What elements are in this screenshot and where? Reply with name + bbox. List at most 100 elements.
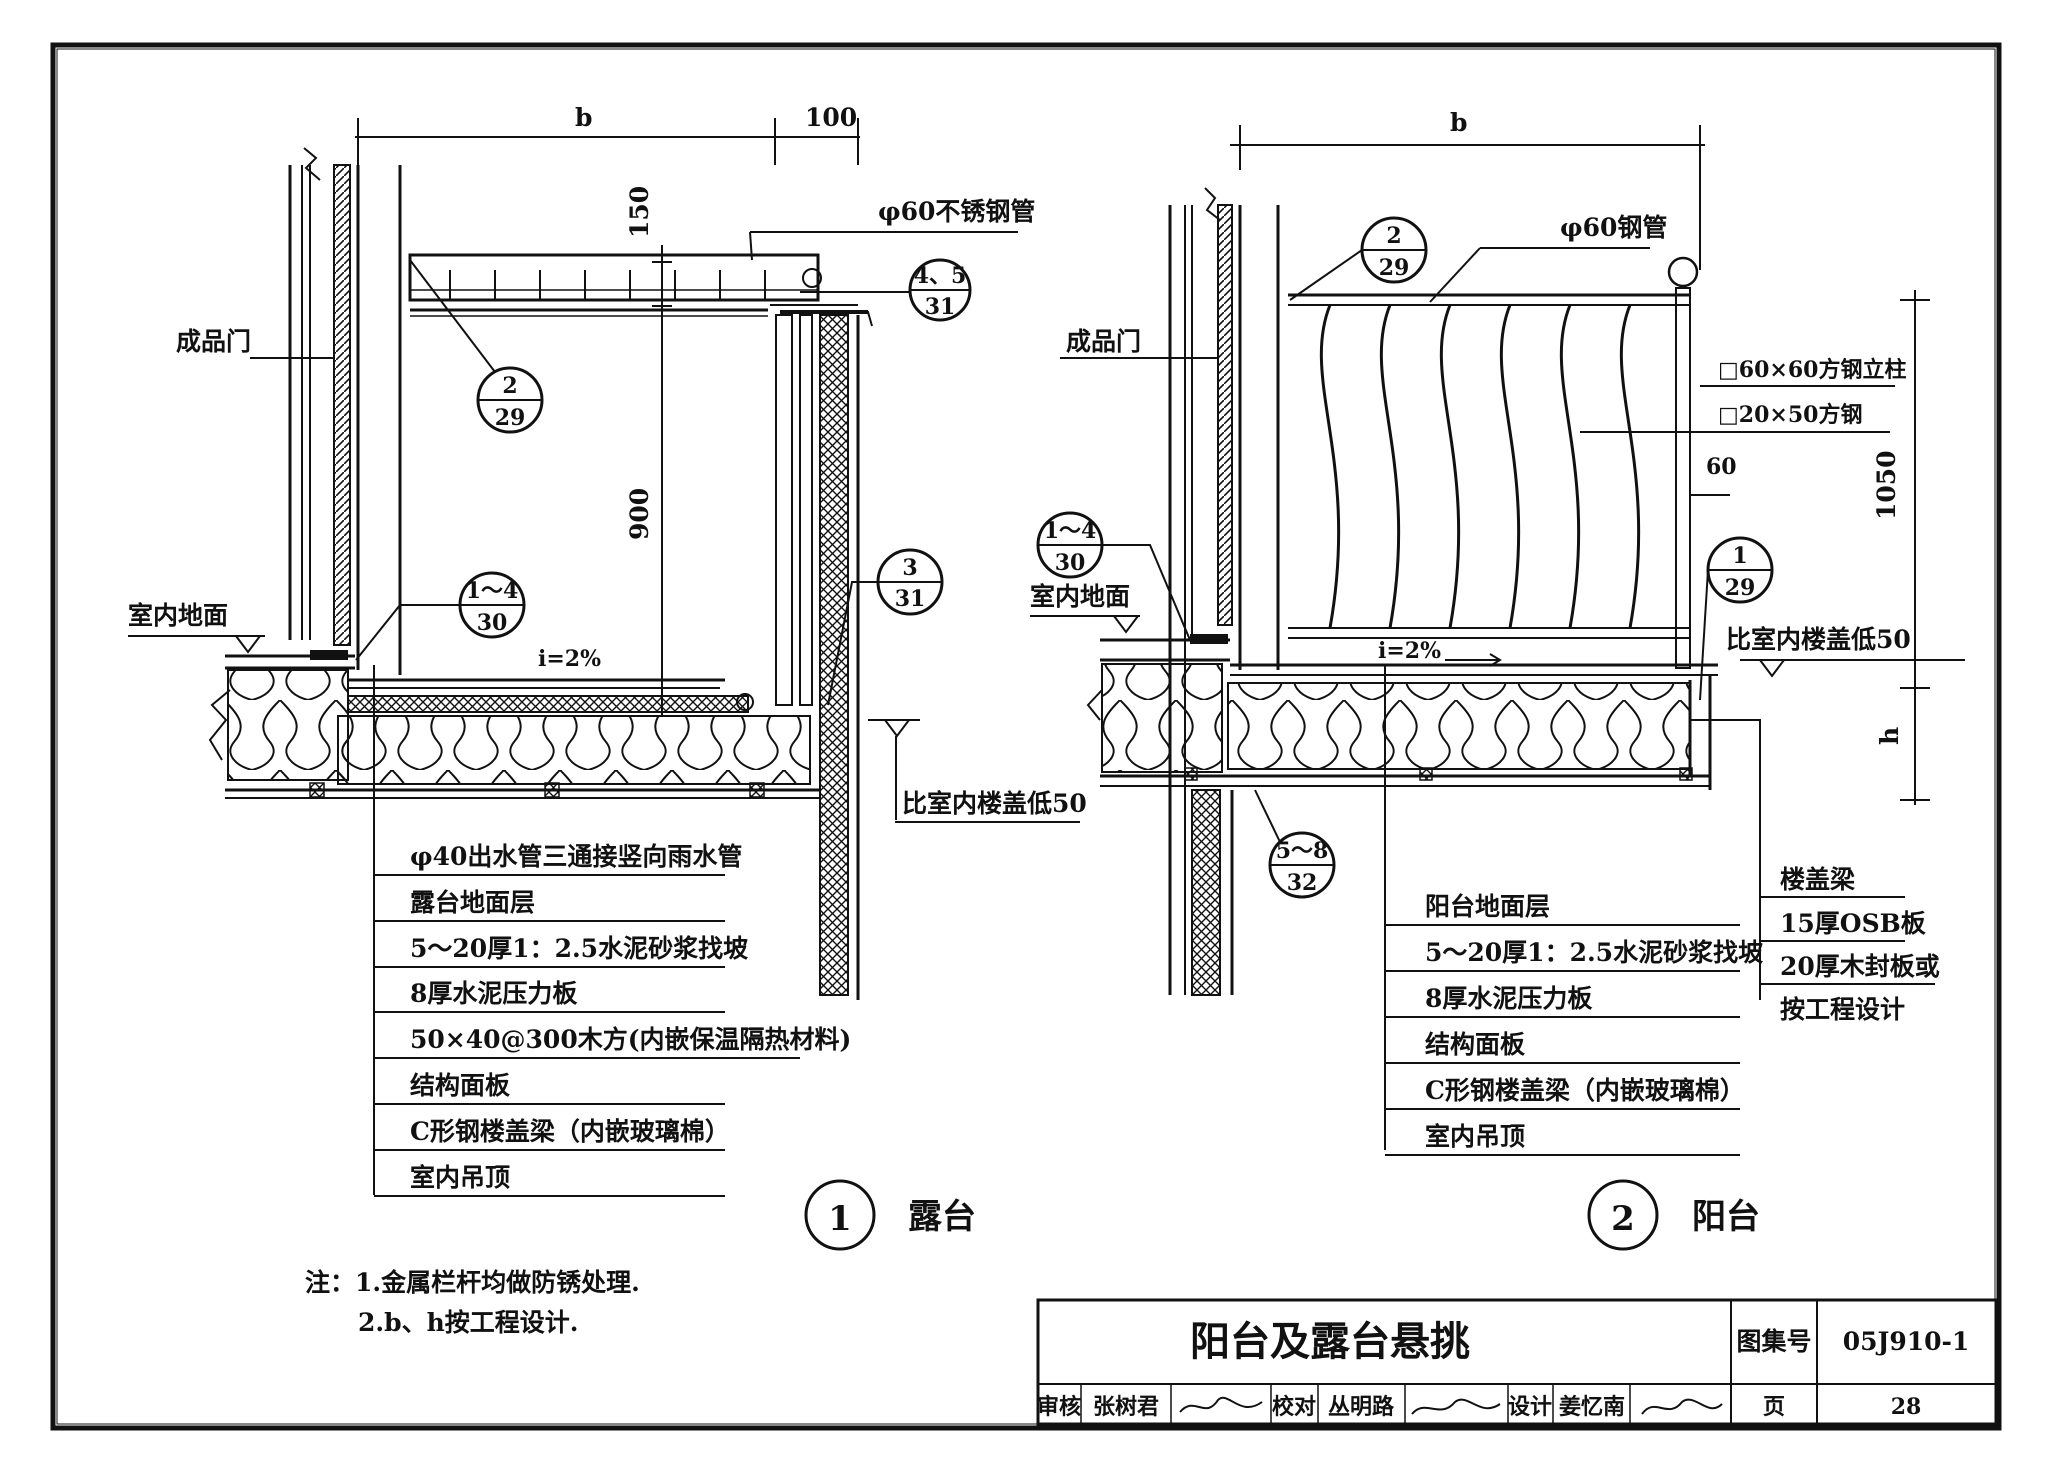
atlas-label: 图集号 <box>1736 1327 1811 1356</box>
indoor-floor-insulation <box>227 669 349 781</box>
lower-than-indoor-label: 比室内楼盖低50 <box>902 789 1087 818</box>
ref-circle-3-31: 3 31 <box>827 548 944 706</box>
ref-circle-1-4-30: 1～4 30 <box>355 571 526 661</box>
layer-8: 室内吊顶 <box>410 1163 510 1192</box>
beam-label-1: 楼盖梁 <box>1780 865 1855 894</box>
dim-h: h <box>1875 727 1904 745</box>
note-line-2: 2.b、h按工程设计. <box>358 1308 578 1337</box>
layer2-5: C形钢楼盖梁（内嵌玻璃棉） <box>1425 1076 1745 1105</box>
slope-label-2: i=2% <box>1378 638 1441 664</box>
svg-text:2: 2 <box>502 373 517 399</box>
post-label: □60×60方钢立柱 <box>1718 357 1906 383</box>
layer-7: C形钢楼盖梁（内嵌玻璃棉） <box>410 1117 730 1146</box>
checker-name: 丛明路 <box>1328 1394 1395 1420</box>
detail-1-number: 1 <box>828 1199 852 1239</box>
svg-text:4、5: 4、5 <box>914 263 967 289</box>
layer-6: 结构面板 <box>410 1071 510 1100</box>
balcony-insulation <box>1227 682 1691 770</box>
svg-text:29: 29 <box>1725 575 1756 601</box>
title-block: 阳台及露台悬挑 图集号 05J910-1 审核 张树君 校对 丛明路 设计 姜忆… <box>1036 1298 1998 1426</box>
dim-b: b <box>575 103 592 132</box>
indoor-floor-insulation-2 <box>1101 663 1223 773</box>
door-frame <box>333 164 351 646</box>
layer2-4: 结构面板 <box>1425 1030 1525 1059</box>
svg-text:1: 1 <box>1732 543 1747 569</box>
steel-pipe <box>1667 256 1699 288</box>
terrace-insulation <box>337 715 811 785</box>
svg-text:3: 3 <box>902 555 917 581</box>
ref-circle-4-5-31: 4、5 31 <box>800 258 972 322</box>
reviewer-signature <box>1179 1396 1263 1413</box>
layer-2: 露台地面层 <box>410 888 535 917</box>
pipe-label: φ60不锈钢管 <box>878 197 1035 226</box>
checker-signature <box>1411 1398 1501 1415</box>
layer-1: φ40出水管三通接竖向雨水管 <box>410 842 742 871</box>
slope-label: i=2% <box>538 646 601 672</box>
detail-2-number: 2 <box>1611 1199 1635 1239</box>
beam-label-4: 按工程设计 <box>1780 995 1905 1024</box>
check-label: 校对 <box>1272 1394 1316 1420</box>
designer-name: 姜忆南 <box>1559 1394 1625 1420</box>
layer2-2: 5～20厚1：2.5水泥砂浆找坡 <box>1425 938 1763 967</box>
drawing-title: 阳台及露台悬挑 <box>1190 1318 1470 1365</box>
wavy-bar <box>1319 304 1341 629</box>
svg-text:29: 29 <box>495 405 526 431</box>
detail-2-name: 阳台 <box>1692 1197 1760 1237</box>
door-frame-2 <box>1217 204 1233 626</box>
dim-900: 900 <box>625 488 654 540</box>
ref-circle-1-4-30-b: 1～4 30 <box>1036 511 1191 641</box>
detail-1-number-circle <box>804 1179 876 1251</box>
indoor-floor-label: 室内地面 <box>128 601 228 630</box>
parapet-insulation <box>819 314 849 996</box>
beam-label-3: 20厚木封板或 <box>1780 952 1940 981</box>
ref-circle-2-29: 2 29 <box>409 259 544 434</box>
svg-text:31: 31 <box>895 586 926 612</box>
designer-signature <box>1641 1398 1723 1415</box>
dim-100: 100 <box>805 103 857 132</box>
indoor-floor-label-2: 室内地面 <box>1030 582 1130 611</box>
svg-text:1～4: 1～4 <box>466 578 519 604</box>
detail-1-terrace: b 100 成品门 φ60不锈钢管 <box>128 103 1087 1251</box>
page-label: 页 <box>1763 1394 1785 1420</box>
svg-text:31: 31 <box>925 294 956 320</box>
svg-text:30: 30 <box>477 610 508 636</box>
dim-150: 150 <box>625 186 654 238</box>
square-post <box>1675 287 1691 669</box>
handrail-pipe <box>408 253 820 302</box>
svg-text:32: 32 <box>1287 870 1318 896</box>
note-line-1: 注：1.金属栏杆均做防锈处理. <box>305 1268 640 1297</box>
layer-4: 8厚水泥压力板 <box>410 979 577 1008</box>
ref-circle-2-29-b: 2 29 <box>1289 216 1428 301</box>
svg-text:2: 2 <box>1386 223 1401 249</box>
detail-2-balcony: b 成品门 φ60钢管 □60×60方钢立柱 □20×50方钢 60 <box>1030 108 1965 1251</box>
layer2-6: 室内吊顶 <box>1425 1122 1525 1151</box>
pipe-label-2: φ60钢管 <box>1560 213 1667 242</box>
layer2-1: 阳台地面层 <box>1425 892 1550 921</box>
layer2-3: 8厚水泥压力板 <box>1425 984 1592 1013</box>
ref-circle-5-8-32: 5～8 32 <box>1254 789 1336 899</box>
ref-circle-1-29: 1 29 <box>1699 536 1774 701</box>
svg-text:30: 30 <box>1055 550 1086 576</box>
inner-border <box>56 48 1996 1425</box>
atlas-value: 05J910-1 <box>1843 1327 1970 1356</box>
design-label: 设计 <box>1508 1394 1552 1420</box>
page-value: 28 <box>1891 1394 1922 1420</box>
dim-b-2: b <box>1450 108 1467 137</box>
review-label: 审核 <box>1037 1394 1081 1420</box>
door-label: 成品门 <box>176 327 251 356</box>
dim-1050: 1050 <box>1872 450 1901 520</box>
detail-2-number-circle <box>1587 1179 1659 1251</box>
door-label-2: 成品门 <box>1066 327 1141 356</box>
beam-label-2: 15厚OSB板 <box>1780 909 1926 938</box>
detail-1-name: 露台 <box>908 1197 976 1237</box>
bar-label: □20×50方钢 <box>1718 402 1862 428</box>
layer-3: 5～20厚1：2.5水泥砂浆找坡 <box>410 934 748 963</box>
svg-text:5～8: 5～8 <box>1276 838 1329 864</box>
layer-5: 50×40@300木方(内嵌保温隔热材料) <box>410 1025 851 1054</box>
svg-text:29: 29 <box>1379 255 1410 281</box>
dim-60: 60 <box>1706 454 1737 480</box>
reviewer-name: 张树君 <box>1093 1394 1159 1420</box>
cement-board <box>347 695 749 713</box>
lower-than-indoor-label-2: 比室内楼盖低50 <box>1726 625 1911 654</box>
